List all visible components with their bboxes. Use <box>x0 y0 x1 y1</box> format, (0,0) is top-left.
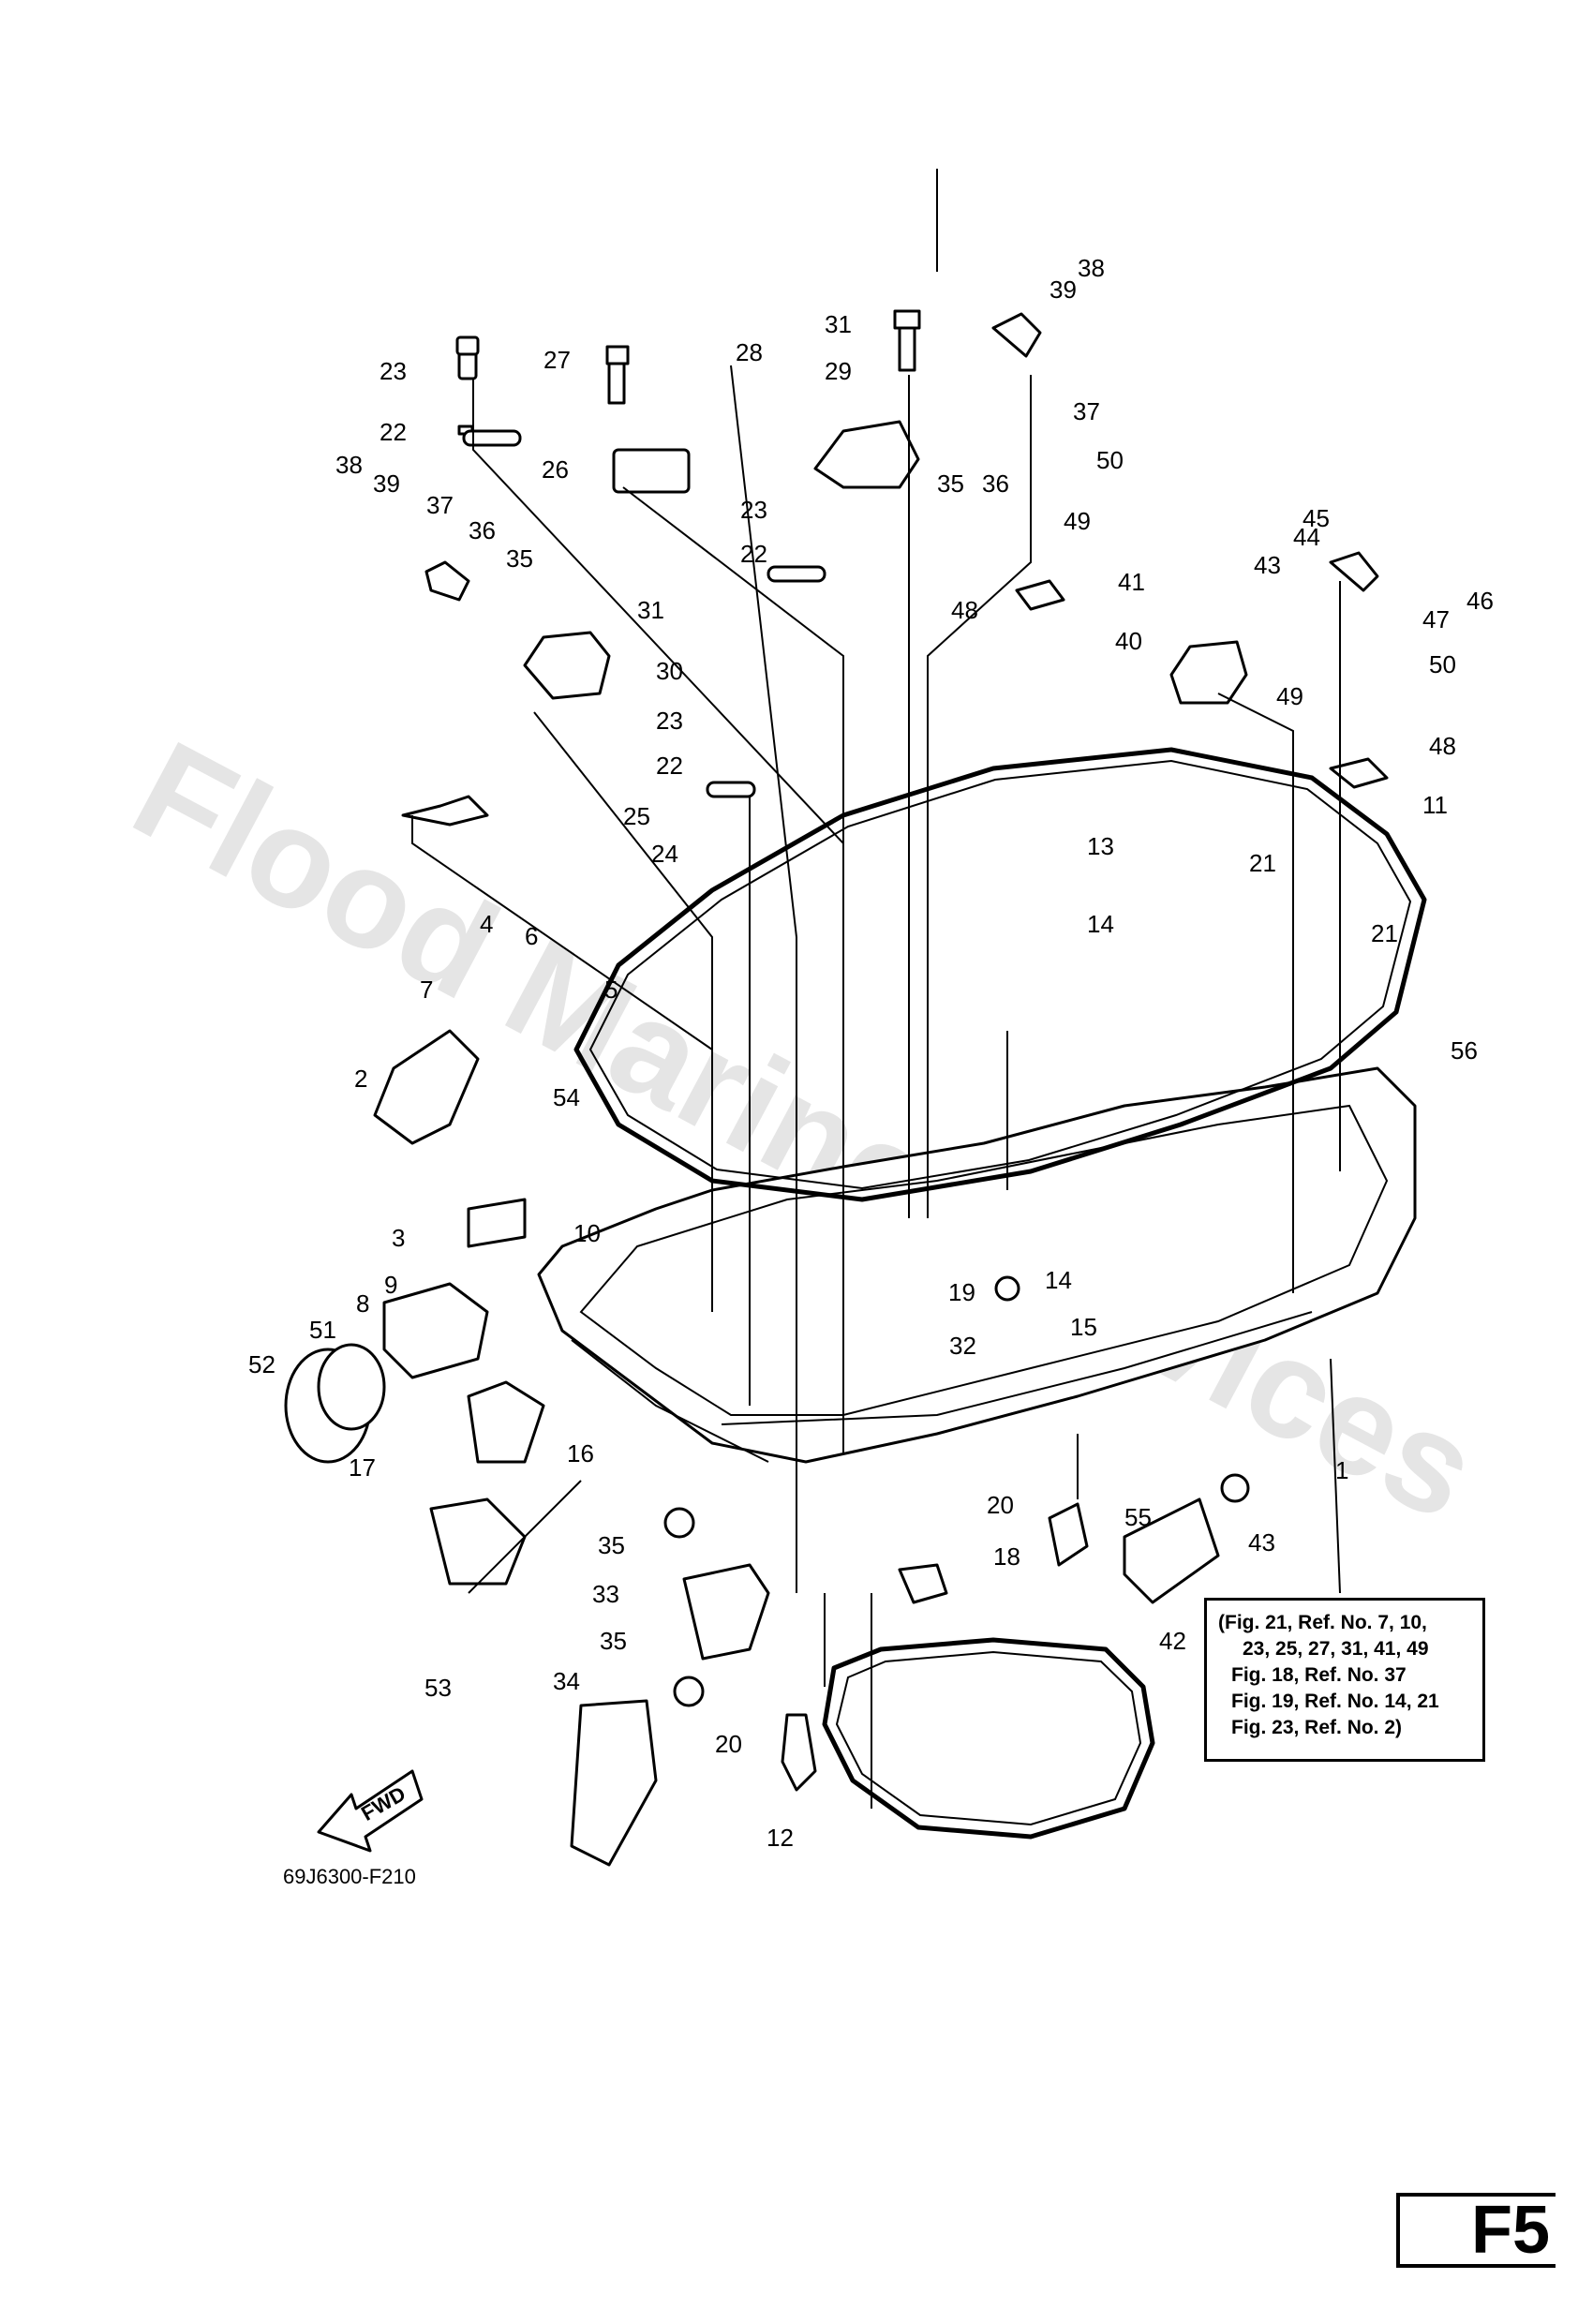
part-number-label: 50 <box>1429 650 1456 678</box>
bottom-cowling <box>537 1066 1417 1464</box>
reference-note-line: 23, 25, 27, 31, 41, 49 <box>1243 1638 1429 1660</box>
part-number-label: 2 <box>354 1065 367 1093</box>
part-number-label: 56 <box>1451 1036 1478 1065</box>
part-number-label: 52 <box>248 1350 275 1378</box>
fwd-arrow-icon: FWD <box>317 1769 424 1853</box>
part-number-label: 25 <box>623 802 650 830</box>
part-number-label: 35 <box>600 1627 627 1655</box>
part-number-label: 49 <box>1064 507 1091 535</box>
part-number-label: 40 <box>1115 627 1142 655</box>
part-number-label: 37 <box>426 491 454 519</box>
part-number-label: 29 <box>825 357 852 385</box>
part-number-label: 11 <box>1422 791 1448 819</box>
part-number-label: 17 <box>349 1453 376 1482</box>
part-number-label: 14 <box>1045 1266 1072 1294</box>
part-number-label: 49 <box>1276 682 1303 710</box>
part-number-label: 38 <box>1078 254 1105 282</box>
part-number-label: 18 <box>993 1542 1020 1571</box>
part-number-label: 23 <box>656 707 683 735</box>
part-number-label: 31 <box>637 596 664 624</box>
part-number-label: 34 <box>553 1667 580 1695</box>
reference-note: (Fig. 21, Ref. No. 7, 10, 23, 25, 27, 31… <box>1204 1598 1485 1762</box>
part-number-label: 39 <box>1050 276 1077 304</box>
part-number-label: 35 <box>506 544 533 573</box>
part-number-label: 7 <box>420 976 433 1004</box>
part-number-label: 43 <box>1254 551 1281 579</box>
part-number-label: 37 <box>1073 397 1100 425</box>
part-number-label: 27 <box>543 346 571 374</box>
part-number-label: 46 <box>1466 587 1494 615</box>
part-number-label: 20 <box>987 1491 1014 1519</box>
part-number-label: 16 <box>567 1439 594 1467</box>
part-number-label: 45 <box>1303 504 1330 532</box>
part-number-label: 5 <box>604 976 618 1004</box>
part-number-label: 22 <box>656 752 683 780</box>
part-number-label: 36 <box>469 516 496 544</box>
part-number-label: 28 <box>736 338 763 366</box>
diagram-code: 69J6300-F210 <box>283 1865 416 1888</box>
part-number-label: 22 <box>380 418 407 446</box>
part-number-label: 22 <box>740 540 767 568</box>
part-number-label: 50 <box>1096 446 1124 474</box>
part-shapes <box>284 309 1389 1867</box>
part-number-label: 26 <box>542 455 569 484</box>
part-number-label: 51 <box>309 1316 336 1344</box>
part-number-label: 13 <box>1087 832 1114 860</box>
part-number-label: 42 <box>1159 1627 1186 1655</box>
part-number-label: 24 <box>651 840 678 868</box>
part-number-label: 15 <box>1070 1313 1097 1341</box>
part-number-label: 33 <box>592 1580 619 1608</box>
part-number-label: 55 <box>1124 1503 1152 1531</box>
part-number-label: 43 <box>1248 1528 1275 1557</box>
cowling-gasket-11 <box>573 747 1427 1202</box>
part-number-label: 21 <box>1371 919 1398 947</box>
part-number-label: 53 <box>424 1674 452 1702</box>
part-number-label: 39 <box>373 469 400 498</box>
leader-lines <box>411 169 1341 1809</box>
reference-note-line: (Fig. 21, Ref. No. 7, 10, <box>1218 1612 1427 1633</box>
part-number-label: 9 <box>384 1271 397 1299</box>
part-number-label: 10 <box>573 1219 601 1247</box>
reference-note-line: Fig. 19, Ref. No. 14, 21 <box>1231 1691 1439 1712</box>
part-number-label: 3 <box>392 1224 405 1252</box>
part-number-label: 35 <box>937 469 964 498</box>
part-number-label: 35 <box>598 1531 625 1559</box>
part-number-label: 54 <box>553 1083 580 1111</box>
part-number-label: 12 <box>767 1824 794 1852</box>
part-number-label: 48 <box>951 596 978 624</box>
part-number-label: 23 <box>740 496 767 524</box>
part-number-label: 1 <box>1335 1456 1348 1484</box>
part-number-label: 21 <box>1249 849 1276 877</box>
part-number-label: 31 <box>825 310 852 338</box>
part-number-label: 30 <box>656 657 683 685</box>
part-number-label: 48 <box>1429 732 1456 760</box>
part-number-label: 36 <box>982 469 1009 498</box>
part-number-label: 4 <box>480 910 493 938</box>
part-number-label: 32 <box>949 1332 976 1360</box>
page-badge: F5 <box>1396 2193 1556 2268</box>
part-number-label: 38 <box>335 451 363 479</box>
part-number-label: 8 <box>356 1289 369 1318</box>
part-number-label: 23 <box>380 357 407 385</box>
part-number-label: 47 <box>1422 605 1450 633</box>
part-number-label: 20 <box>715 1730 742 1758</box>
reference-note-line: Fig. 23, Ref. No. 2) <box>1231 1717 1403 1738</box>
part-number-label: 44 <box>1293 523 1320 551</box>
part-number-label: 41 <box>1118 568 1145 596</box>
gasket-12 <box>822 1637 1155 1840</box>
part-number-label: 14 <box>1087 910 1114 938</box>
part-number-label: 19 <box>948 1278 975 1306</box>
part-number-label: 6 <box>525 922 538 950</box>
reference-note-line: Fig. 18, Ref. No. 37 <box>1231 1664 1407 1686</box>
